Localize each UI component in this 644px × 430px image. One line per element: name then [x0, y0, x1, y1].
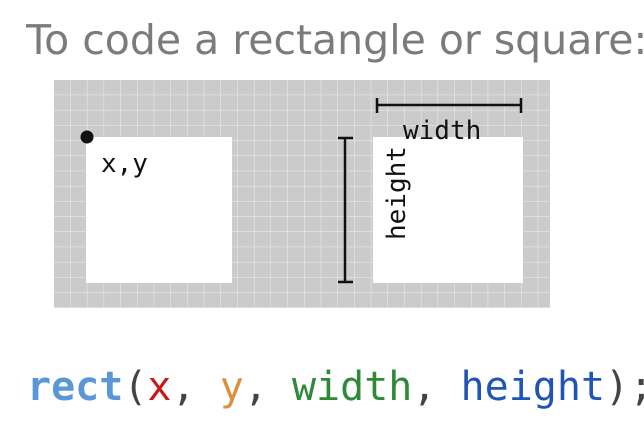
origin-point — [80, 130, 94, 144]
code-separator: , — [412, 364, 461, 410]
code-arg-y: y — [219, 364, 244, 410]
page-title: To code a rectangle or square: — [26, 16, 644, 64]
code-example: rect(x, y, width, height); — [27, 360, 644, 414]
code-arg-width: width — [291, 364, 413, 410]
code-separator: , — [243, 364, 292, 410]
code-function-name: rect — [27, 364, 124, 410]
code-separator: , — [171, 364, 220, 410]
code-open-paren: ( — [123, 364, 148, 410]
width-dimension-marker — [375, 98, 523, 113]
code-arg-height: height — [460, 364, 606, 410]
code-close-paren: ); — [605, 364, 644, 410]
height-dimension-marker — [338, 136, 353, 284]
code-arg-x: x — [147, 364, 172, 410]
xy-label: x,y — [101, 149, 148, 179]
grid-background — [54, 80, 550, 308]
width-label: width — [403, 116, 482, 146]
height-label: height — [382, 146, 412, 240]
